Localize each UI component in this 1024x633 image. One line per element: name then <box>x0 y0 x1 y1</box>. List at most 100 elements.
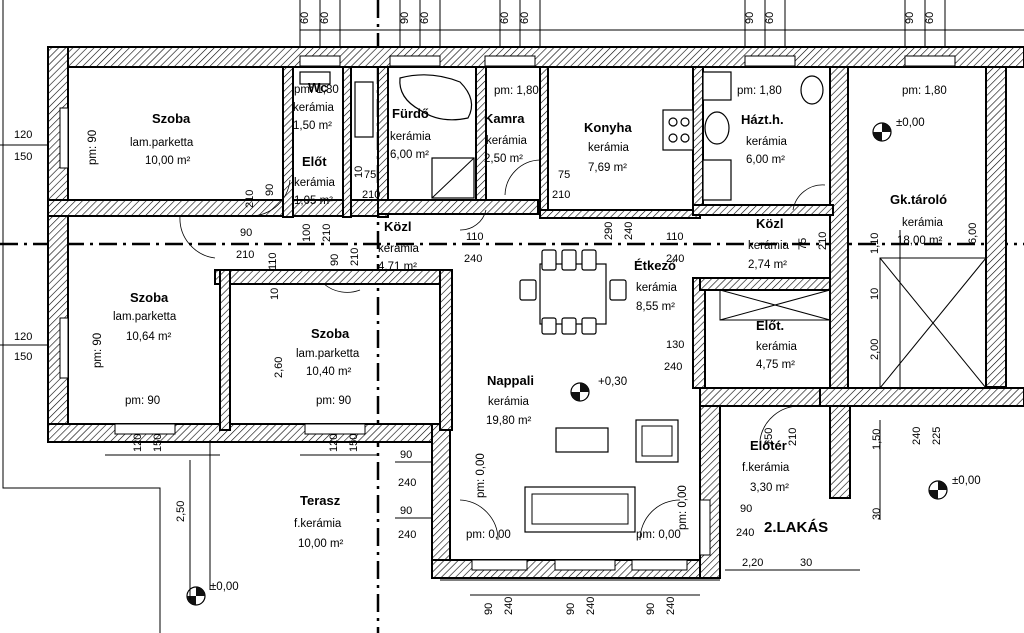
svg-text:210: 210 <box>349 248 361 266</box>
room-label-szoba2: Szoba lam.parketta 10,64 m² pm: 90 <box>92 290 177 368</box>
room-name: Előtér <box>750 438 787 453</box>
svg-text:210: 210 <box>362 189 380 201</box>
windows <box>59 55 956 571</box>
svg-text:110: 110 <box>466 231 484 243</box>
room-area: 2,50 m² <box>484 153 523 165</box>
svg-text:240: 240 <box>736 527 754 539</box>
room-floor: kerámia <box>636 282 678 294</box>
room-pm: pm: 1,80 <box>494 85 539 97</box>
svg-text:150: 150 <box>14 151 32 163</box>
room-pm: pm: 90 <box>316 395 351 407</box>
svg-text:90: 90 <box>240 227 252 239</box>
level-ground: ±0,00 <box>896 117 925 129</box>
room-floor: kerámia <box>756 341 798 353</box>
svg-text:2,20: 2,20 <box>742 557 763 569</box>
room-floor: kerámia <box>746 136 788 148</box>
svg-text:60: 60 <box>924 12 936 24</box>
svg-text:120: 120 <box>14 129 32 141</box>
svg-text:90: 90 <box>329 254 341 266</box>
svg-text:150: 150 <box>14 351 32 363</box>
svg-text:240: 240 <box>666 253 684 265</box>
svg-text:210: 210 <box>321 224 333 242</box>
room-area: 4,71 m² <box>378 261 417 273</box>
svg-text:90: 90 <box>740 503 752 515</box>
svg-text:90: 90 <box>744 12 756 24</box>
room-floor: lam.parketta <box>296 348 360 360</box>
svg-text:10: 10 <box>269 288 281 300</box>
svg-text:30: 30 <box>800 557 812 569</box>
svg-text:240: 240 <box>503 597 515 615</box>
svg-text:60: 60 <box>419 12 431 24</box>
room-area: 1,05 m² <box>294 195 333 207</box>
room-floor: kerámia <box>588 142 630 154</box>
room-pm: pm: 1,80 <box>737 85 782 97</box>
room-area: 10,64 m² <box>126 331 172 343</box>
svg-text:6,00: 6,00 <box>967 223 979 244</box>
room-label-gktarolo: Gk.tároló kerámia 18,00 m² pm: 1,80 <box>890 85 947 247</box>
level-ground: ±0,00 <box>210 581 239 593</box>
bottom-left-dimensions: 120 150 120 150 90 240 90 240 2,50 <box>132 434 416 541</box>
room-label-wc: Wc kerámia 1,50 m² pm: 1,80 <box>293 80 339 132</box>
room-label-elot2: Előt. kerámia 4,75 m² <box>756 318 798 371</box>
svg-text:100: 100 <box>301 224 313 242</box>
room-area: 6,00 m² <box>746 154 785 166</box>
room-area: 3,30 m² <box>750 482 789 494</box>
svg-text:2,50: 2,50 <box>175 501 187 522</box>
svg-text:225: 225 <box>931 427 943 445</box>
svg-text:75: 75 <box>364 169 376 181</box>
svg-text:90: 90 <box>264 184 276 196</box>
room-label-kozl2: Közl kerámia 2,74 m² <box>748 216 790 271</box>
level-living: +0,30 <box>598 376 627 388</box>
room-area: 6,00 m² <box>390 149 429 161</box>
svg-text:150: 150 <box>348 434 360 452</box>
room-label-elot1: Előt kerámia 1,05 m² <box>294 154 336 207</box>
room-label-szoba1: Szoba lam.parketta 10,00 m² pm: 90 <box>87 111 194 167</box>
svg-text:2,60: 2,60 <box>273 357 285 378</box>
door-swings <box>179 159 826 541</box>
apartment-title: 2.LAKÁS <box>764 519 828 536</box>
svg-text:120: 120 <box>14 331 32 343</box>
kitchen-fixtures <box>662 109 694 151</box>
living-furniture <box>524 419 679 533</box>
room-pm: pm: 90 <box>87 130 99 165</box>
room-name: Szoba <box>130 290 169 305</box>
svg-text:60: 60 <box>299 12 311 24</box>
pm-label: pm: 0,00 <box>475 453 487 498</box>
room-label-kamra: Kamra kerámia 2,50 m² pm: 1,80 <box>484 85 539 165</box>
room-area: 10,00 m² <box>298 538 344 550</box>
svg-text:150: 150 <box>763 428 775 446</box>
top-dimensions: 60 60 90 60 60 60 90 60 90 60 <box>299 12 936 24</box>
pm-label: pm: 0,00 <box>636 529 681 541</box>
room-label-furdo: Fürdő kerámia 6,00 m² <box>390 106 432 161</box>
svg-text:90: 90 <box>399 12 411 24</box>
room-area: 18,00 m² <box>897 235 943 247</box>
site-line <box>2 0 161 633</box>
room-floor: kerámia <box>390 131 432 143</box>
room-floor: kerámia <box>293 102 335 114</box>
bathroom-fixtures <box>299 71 824 201</box>
room-name: Szoba <box>152 111 191 126</box>
room-floor: lam.parketta <box>130 137 194 149</box>
room-area: 7,69 m² <box>588 162 627 174</box>
room-pm: pm: 1,80 <box>902 85 947 97</box>
room-area: 2,74 m² <box>748 259 787 271</box>
room-name: Nappali <box>487 373 534 388</box>
room-floor: f.kerámia <box>294 518 342 530</box>
svg-text:240: 240 <box>911 427 923 445</box>
room-name: Kamra <box>484 111 525 126</box>
room-name: Közl <box>384 219 411 234</box>
room-label-eloter: Előtér f.kerámia 3,30 m² <box>742 438 790 494</box>
room-area: 4,75 m² <box>756 359 795 371</box>
dimension-lines <box>0 0 1024 600</box>
room-label-szoba3: Szoba lam.parketta 10,40 m² pm: 90 <box>296 326 360 407</box>
svg-text:10: 10 <box>353 166 365 178</box>
room-name: Konyha <box>584 120 632 135</box>
svg-text:240: 240 <box>585 597 597 615</box>
room-name: Wc <box>308 80 328 95</box>
svg-text:90: 90 <box>904 12 916 24</box>
svg-text:290: 290 <box>603 222 615 240</box>
svg-text:120: 120 <box>328 434 340 452</box>
dining-table <box>519 249 627 335</box>
room-floor: kerámia <box>748 240 790 252</box>
